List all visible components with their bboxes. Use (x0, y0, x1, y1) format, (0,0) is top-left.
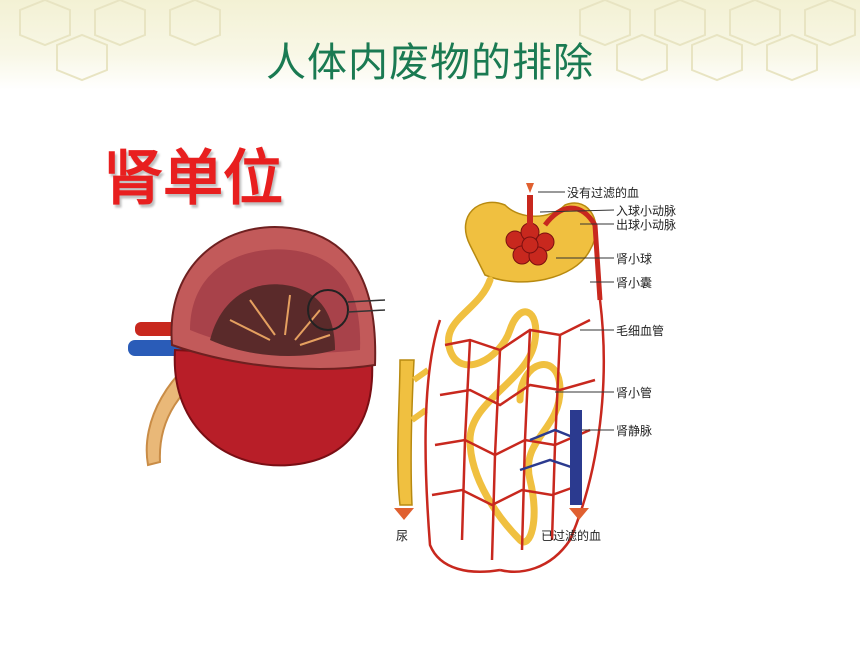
label-capillary: 毛细血管 (616, 324, 665, 338)
label-urine: 尿 (396, 529, 409, 543)
label-renal-tubule: 肾小管 (616, 386, 653, 400)
renal-pyramids (229, 294, 331, 346)
kidney-medulla (210, 284, 335, 356)
label-filtered-blood: 已过滤的血 (541, 529, 602, 543)
honeycomb-pattern (19, 0, 856, 82)
section-heading: 肾单位 (103, 144, 283, 214)
label-glomerulus: 肾小球 (616, 252, 653, 266)
magnify-circle (307, 289, 349, 331)
efferent-arteriole (543, 205, 603, 301)
honeycomb-background (0, 0, 860, 90)
label-renal-vein: 肾静脉 (616, 424, 653, 438)
capillary-network (424, 299, 605, 573)
renal-tubule-path (444, 276, 564, 546)
kidney-lower (173, 348, 374, 467)
label-unfiltered-blood: 没有过滤的血 (567, 186, 640, 200)
renal-vein-trunk (570, 410, 582, 505)
label-afferent-arteriole: 入球小动脉 (616, 204, 677, 218)
glomerulus-knot (505, 222, 555, 266)
label-bowman-capsule: 肾小囊 (616, 276, 653, 290)
arrow-icon (394, 183, 589, 520)
collecting-duct (397, 359, 415, 506)
label-efferent-arteriole: 出球小动脉 (616, 218, 677, 232)
slide-title: 人体内废物的排除 (266, 40, 594, 86)
